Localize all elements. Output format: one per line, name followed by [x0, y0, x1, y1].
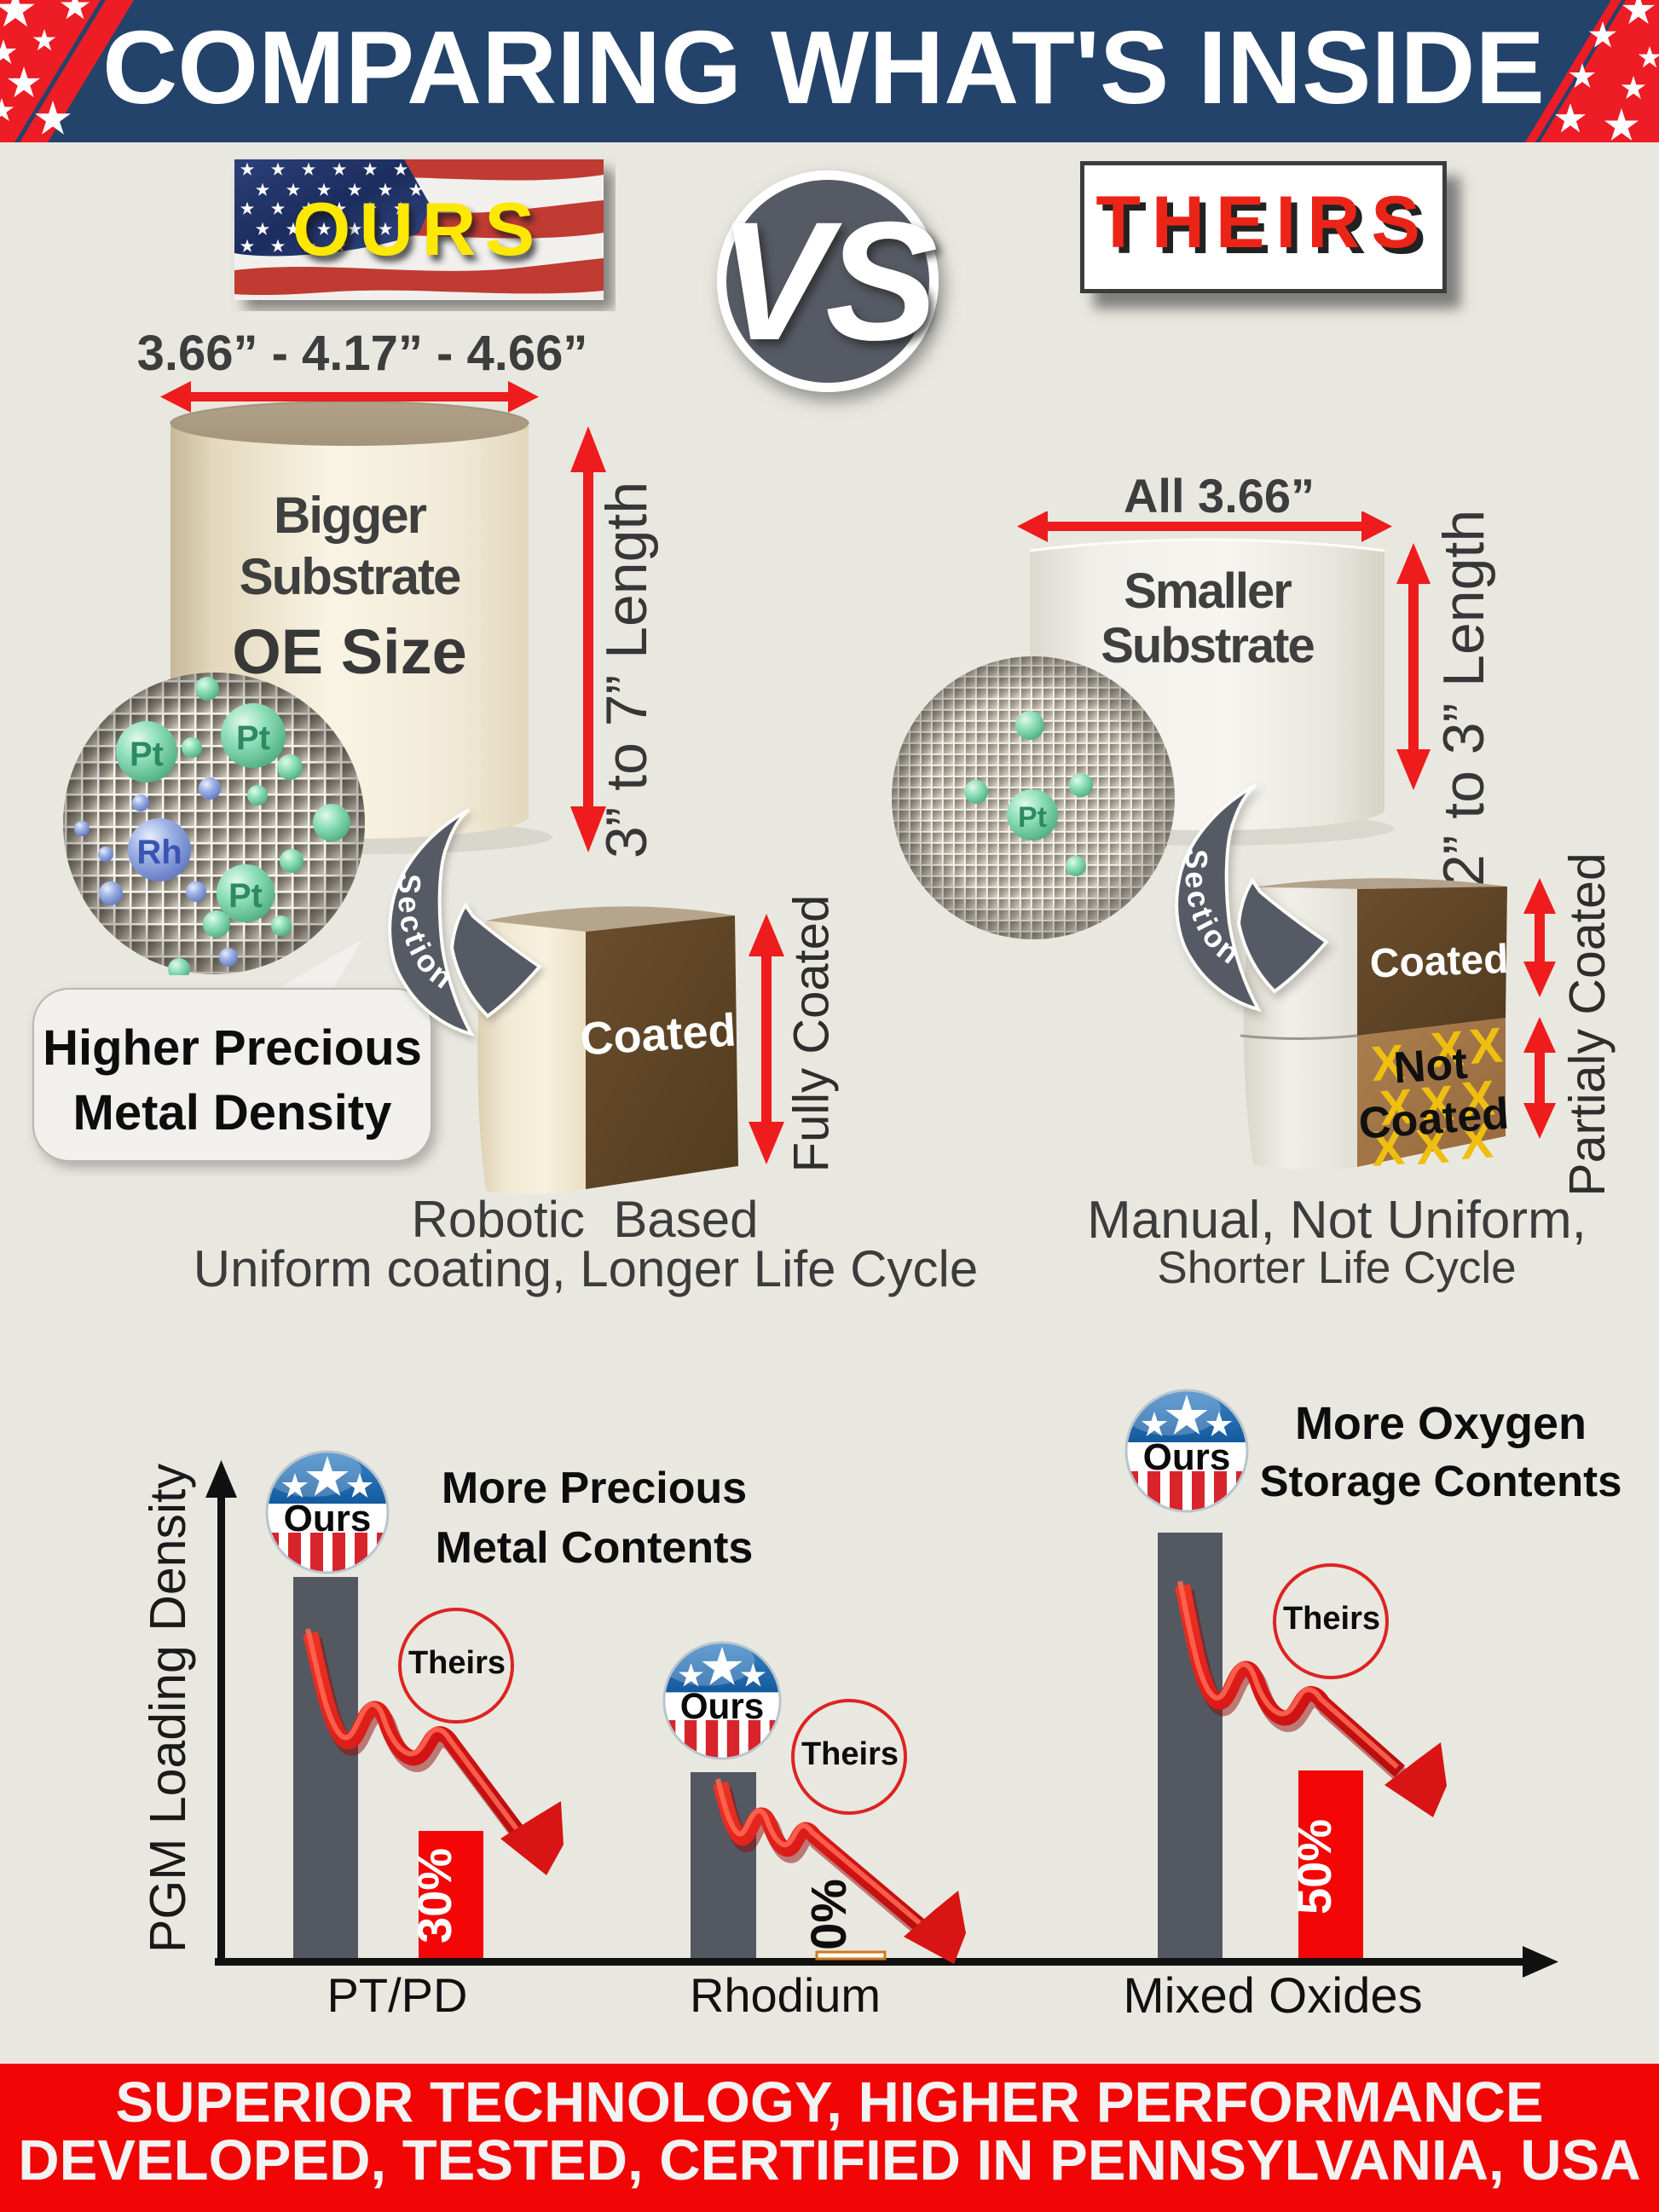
svg-text:X: X [1467, 1017, 1504, 1075]
svg-text:Pt: Pt [228, 877, 263, 915]
svg-text:Coated: Coated [1357, 1089, 1511, 1149]
svg-text:X: X [1419, 1075, 1455, 1133]
svg-text:X: X [1378, 1078, 1414, 1136]
svg-text:Pt: Pt [236, 719, 270, 757]
svg-text:Rh: Rh [136, 834, 182, 871]
svg-text:50%: 50% [1287, 1819, 1341, 1915]
svg-text:Ours: Ours [680, 1686, 765, 1726]
svg-text:Ours: Ours [1143, 1436, 1231, 1478]
svg-text:X: X [1369, 1034, 1406, 1092]
svg-text:30%: 30% [408, 1848, 461, 1943]
svg-text:VS: VS [718, 187, 937, 375]
svg-text:OURS: OURS [292, 187, 543, 271]
svg-text:X: X [1369, 1119, 1406, 1177]
svg-text:X: X [1429, 1020, 1465, 1078]
svg-text:Coated: Coated [579, 1004, 737, 1065]
svg-text:Not: Not [1392, 1039, 1469, 1094]
svg-text:Pt: Pt [1018, 801, 1047, 834]
svg-text:Pt: Pt [130, 736, 164, 773]
svg-text:Ours: Ours [284, 1498, 372, 1539]
svg-text:0%: 0% [801, 1879, 857, 1950]
svg-text:X: X [1460, 1070, 1496, 1128]
svg-text:X: X [1413, 1118, 1450, 1175]
svg-text:X: X [1458, 1112, 1494, 1170]
svg-text:Coated: Coated [1369, 937, 1509, 987]
